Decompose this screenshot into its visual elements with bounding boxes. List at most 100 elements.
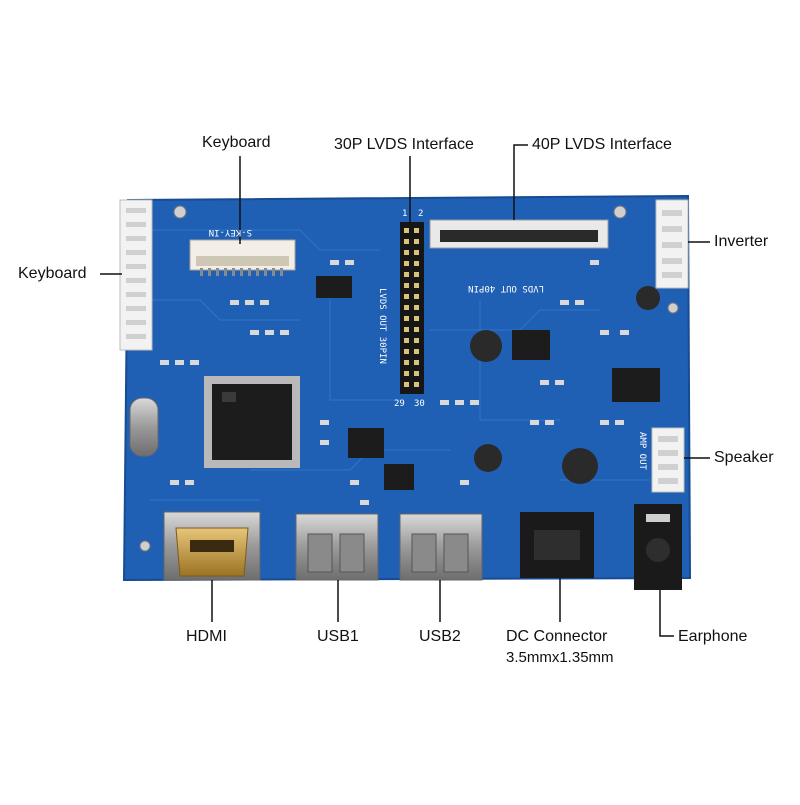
keyboard-left-connector [119, 199, 153, 351]
inductors [470, 286, 660, 484]
header-pin [414, 250, 419, 255]
header-pin [404, 371, 409, 376]
header-pin [414, 228, 419, 233]
header-pin [404, 349, 409, 354]
smd-part [555, 380, 564, 385]
smd-part [175, 360, 184, 365]
header-pin [404, 360, 409, 365]
smd-part [190, 360, 199, 365]
header-pin [414, 371, 419, 376]
smd-part [560, 300, 569, 305]
header-pin [404, 338, 409, 343]
smd-part [250, 330, 259, 335]
smd-part [185, 480, 194, 485]
header-pin [404, 283, 409, 288]
callout-lines [100, 144, 710, 637]
header-pin [414, 316, 419, 321]
speaker-connector [651, 427, 685, 493]
smd-part [540, 380, 549, 385]
silk-amp-out: AMP OUT [637, 432, 647, 471]
header-pin [404, 261, 409, 266]
smd-part [345, 260, 354, 265]
leader-earphone [659, 590, 674, 637]
smd-part [230, 300, 239, 305]
header-pin [414, 382, 419, 387]
label-earphone: Earphone [678, 628, 748, 645]
header-pin [414, 338, 419, 343]
usb2-port [399, 513, 483, 581]
label-speaker: Speaker [714, 449, 774, 466]
smd-part [455, 400, 464, 405]
smd-part [320, 440, 329, 445]
smd-part [460, 480, 469, 485]
header-pin [404, 316, 409, 321]
keyboard-top-connector [189, 239, 296, 276]
label-lvds30: 30P LVDS Interface [334, 136, 474, 153]
label-keyboard-top: Keyboard [202, 134, 271, 151]
silk-pin-1: 1 [402, 209, 407, 219]
label-keyboard-left: Keyboard [18, 265, 87, 282]
label-inverter: Inverter [714, 233, 769, 250]
small-ics [316, 276, 660, 490]
smd-part [170, 480, 179, 485]
header-pin [414, 327, 419, 332]
smd-part [350, 480, 359, 485]
silk-pin-30: 30 [414, 399, 425, 409]
smd-part [360, 500, 369, 505]
label-lvds40: 40P LVDS Interface [532, 136, 672, 153]
label-hdmi: HDMI [186, 628, 227, 645]
label-usb1: USB1 [317, 628, 359, 645]
header-pin [404, 250, 409, 255]
header-pin [404, 327, 409, 332]
crystal-oscillator [129, 397, 159, 457]
smd-part [590, 260, 599, 265]
silkscreen-text: S-KEY-IN LVDS OUT 30PIN LVDS OUT 40PIN A… [209, 209, 647, 471]
label-dc-size: 3.5mmx1.35mm [506, 649, 614, 666]
silk-key-in: S-KEY-IN [209, 227, 252, 237]
header-pin [404, 305, 409, 310]
smd-part [280, 330, 289, 335]
header-pin [414, 349, 419, 354]
main-controller-chip [204, 376, 300, 468]
smd-part [600, 330, 609, 335]
header-pin [414, 360, 419, 365]
smd-part [440, 400, 449, 405]
header-pin [414, 239, 419, 244]
header-pin [414, 272, 419, 277]
header-pin [404, 272, 409, 277]
mounting-holes [139, 205, 679, 552]
silk-lvds-out-30: LVDS OUT 30PIN [377, 288, 387, 364]
smd-part [615, 420, 624, 425]
header-pin [404, 228, 409, 233]
smd-part [265, 330, 274, 335]
earphone-jack [634, 504, 682, 590]
smd-part [260, 300, 269, 305]
smd-part [470, 400, 479, 405]
smd-part [545, 420, 554, 425]
header-pin [404, 239, 409, 244]
silk-pin-2: 2 [418, 209, 423, 219]
dc-connector [520, 512, 594, 578]
smd-part [160, 360, 169, 365]
leader-lvds40 [513, 144, 528, 220]
silk-lvds-out-40: LVDS OUT 40PIN [468, 283, 544, 293]
smd-part [620, 330, 629, 335]
smd-part [320, 420, 329, 425]
header-pin [414, 305, 419, 310]
header-pin [404, 294, 409, 299]
header-pin [414, 283, 419, 288]
smd-part [530, 420, 539, 425]
label-dc-connector: DC Connector [506, 628, 608, 645]
lvds30-header [400, 222, 424, 394]
smd-components [160, 260, 629, 505]
usb1-port [295, 513, 379, 581]
lvds40-fpc-connector [429, 219, 609, 249]
smd-part [330, 260, 339, 265]
hdmi-port [163, 511, 261, 581]
smd-part [575, 300, 584, 305]
header-pin [414, 261, 419, 266]
smd-part [245, 300, 254, 305]
smd-part [600, 420, 609, 425]
